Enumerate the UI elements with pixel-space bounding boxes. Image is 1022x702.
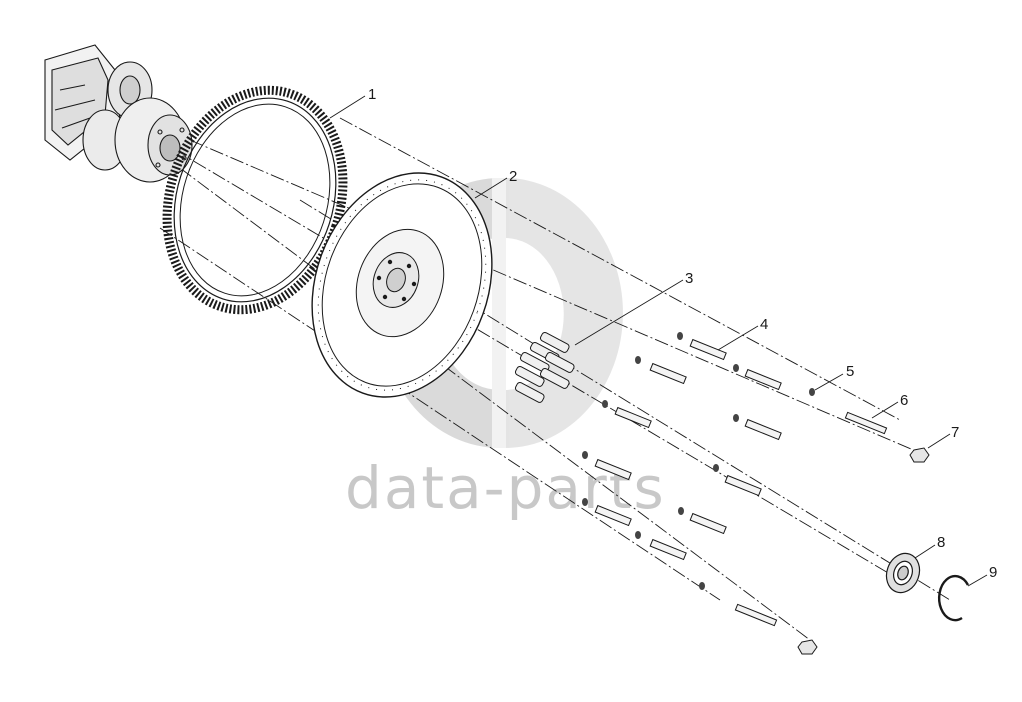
callout-4: 4	[760, 316, 768, 333]
leader-lines	[329, 95, 988, 587]
bolts	[594, 338, 782, 561]
callout-7: 7	[951, 424, 959, 441]
callout-1: 1	[368, 86, 376, 103]
callout-6: 6	[900, 392, 908, 409]
snap-ring	[937, 574, 970, 622]
flywheel	[311, 172, 493, 398]
callout-2: 2	[509, 168, 517, 185]
washers	[582, 332, 815, 590]
callout-3: 3	[685, 270, 693, 287]
assembly-axes	[159, 117, 951, 641]
flywheel-bolts	[514, 331, 575, 403]
studs	[734, 411, 888, 627]
callout-8: 8	[937, 534, 945, 551]
watermark-text: data-parts	[345, 454, 666, 522]
callout-9: 9	[989, 564, 997, 581]
crankshaft	[44, 44, 193, 183]
bearing	[885, 552, 921, 594]
nuts	[797, 447, 930, 655]
callout-5: 5	[846, 363, 854, 380]
callouts: 1 2 3 4 5 6 7 8 9	[368, 86, 997, 581]
